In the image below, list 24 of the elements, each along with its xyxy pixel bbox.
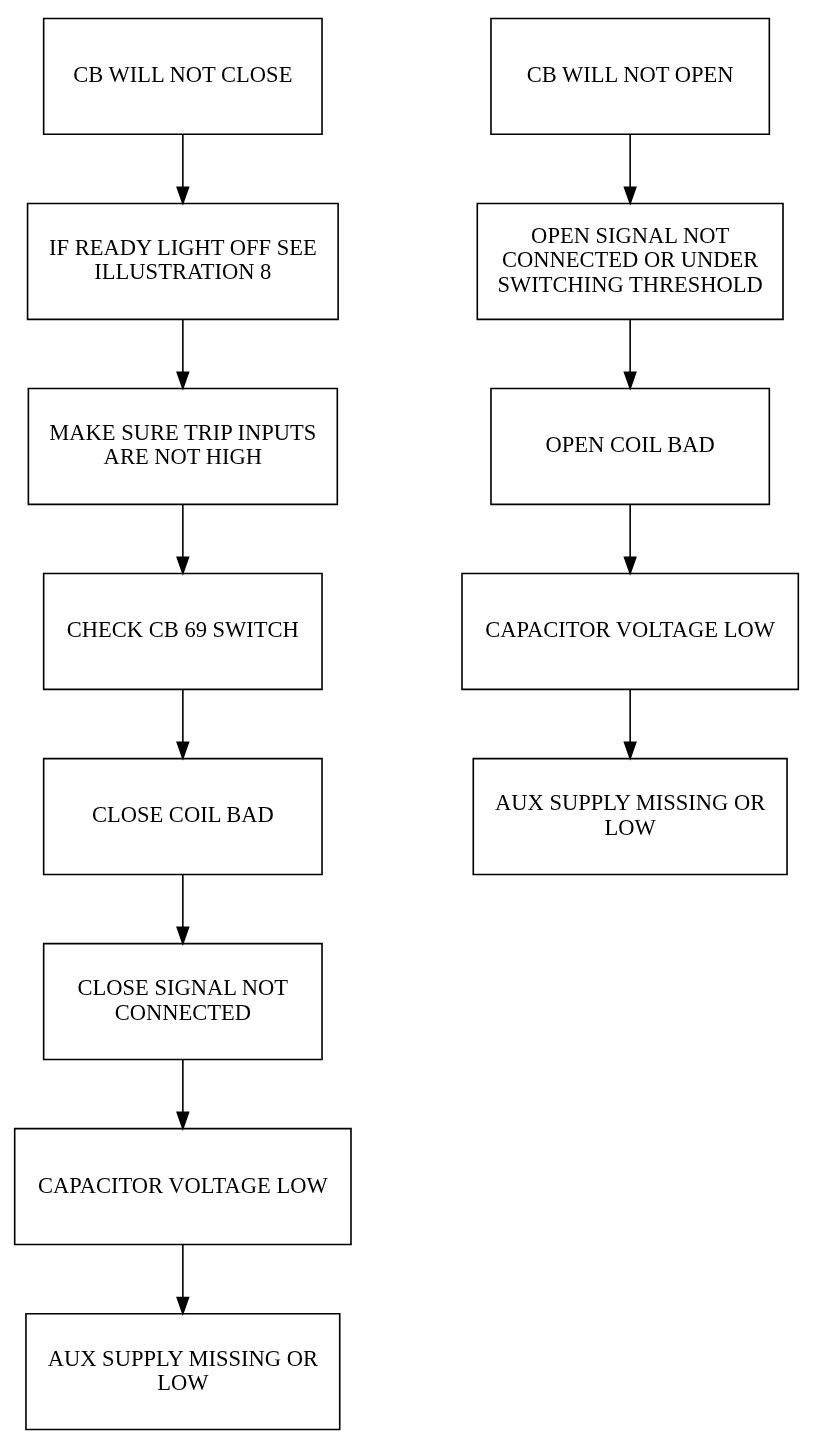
arrow xyxy=(176,688,190,761)
node-box: CHECK CB 69 SWITCH xyxy=(42,572,323,691)
arrow xyxy=(176,1058,190,1131)
node-box: MAKE SURE TRIP INPUTS ARE NOT HIGH xyxy=(27,387,339,506)
node-box: OPEN SIGNAL NOT CONNECTED OR UNDER SWITCHING THRESHOLD xyxy=(476,202,784,321)
node-box: AUX SUPPLY MISSING OR LOW xyxy=(25,1312,341,1431)
arrow xyxy=(176,873,190,946)
node-box: AUX SUPPLY MISSING OR LOW xyxy=(472,757,788,876)
arrow xyxy=(623,503,637,576)
arrow xyxy=(176,318,190,391)
arrow xyxy=(623,688,637,761)
node-box: CLOSE COIL BAD xyxy=(42,757,323,876)
arrow xyxy=(176,1243,190,1316)
node-box: CB WILL NOT CLOSE xyxy=(42,17,323,136)
node-box: CB WILL NOT OPEN xyxy=(490,17,771,136)
arrow xyxy=(623,133,637,206)
node-box: OPEN COIL BAD xyxy=(490,387,771,506)
node-box: CAPACITOR VOLTAGE LOW xyxy=(13,1127,352,1246)
node-box: CLOSE SIGNAL NOT CONNECTED xyxy=(42,942,323,1061)
arrow xyxy=(176,503,190,576)
node-box: IF READY LIGHT OFF SEE ILLUSTRATION 8 xyxy=(26,202,339,321)
arrow xyxy=(623,318,637,391)
node-box: CAPACITOR VOLTAGE LOW xyxy=(461,572,800,691)
arrow xyxy=(176,133,190,206)
